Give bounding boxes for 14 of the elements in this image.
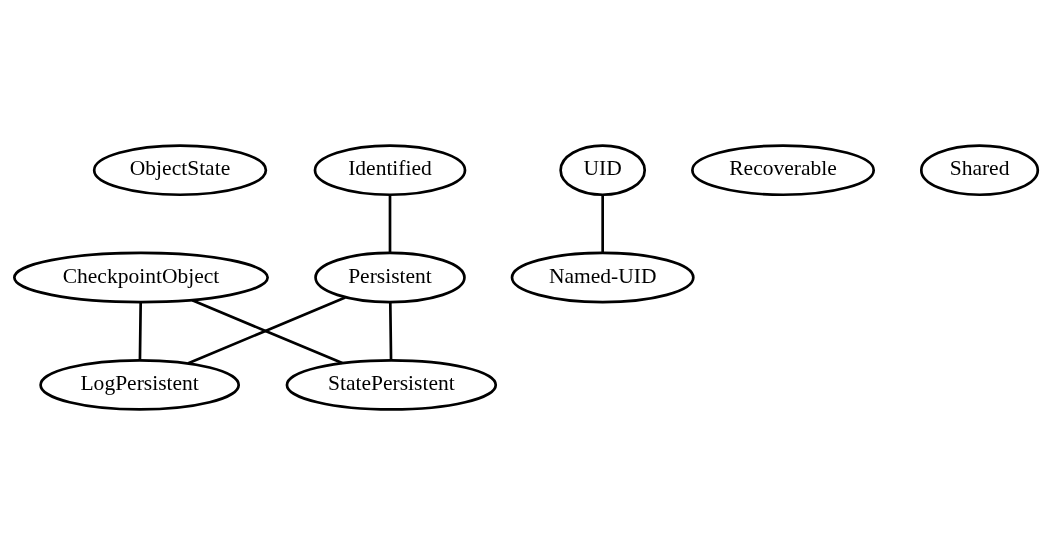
node-ellipse: Identified: [313, 143, 467, 196]
connector: [138, 302, 143, 360]
node-ellipse: LogPersistent: [39, 358, 241, 411]
connector: [388, 194, 392, 252]
node-ellipse: Named-UID: [510, 251, 695, 303]
node-ellipse: Shared: [919, 143, 1040, 196]
node-ellipse: Recoverable: [691, 143, 876, 196]
connector: [388, 302, 393, 360]
node-ellipse: UID: [559, 143, 647, 196]
node-ellipse: CheckpointObject: [13, 251, 269, 303]
node-ellipse: ObjectState: [92, 143, 268, 196]
node-ellipse: Persistent: [314, 251, 466, 303]
node-ellipse: StatePersistent: [285, 358, 498, 411]
connector: [601, 194, 604, 252]
